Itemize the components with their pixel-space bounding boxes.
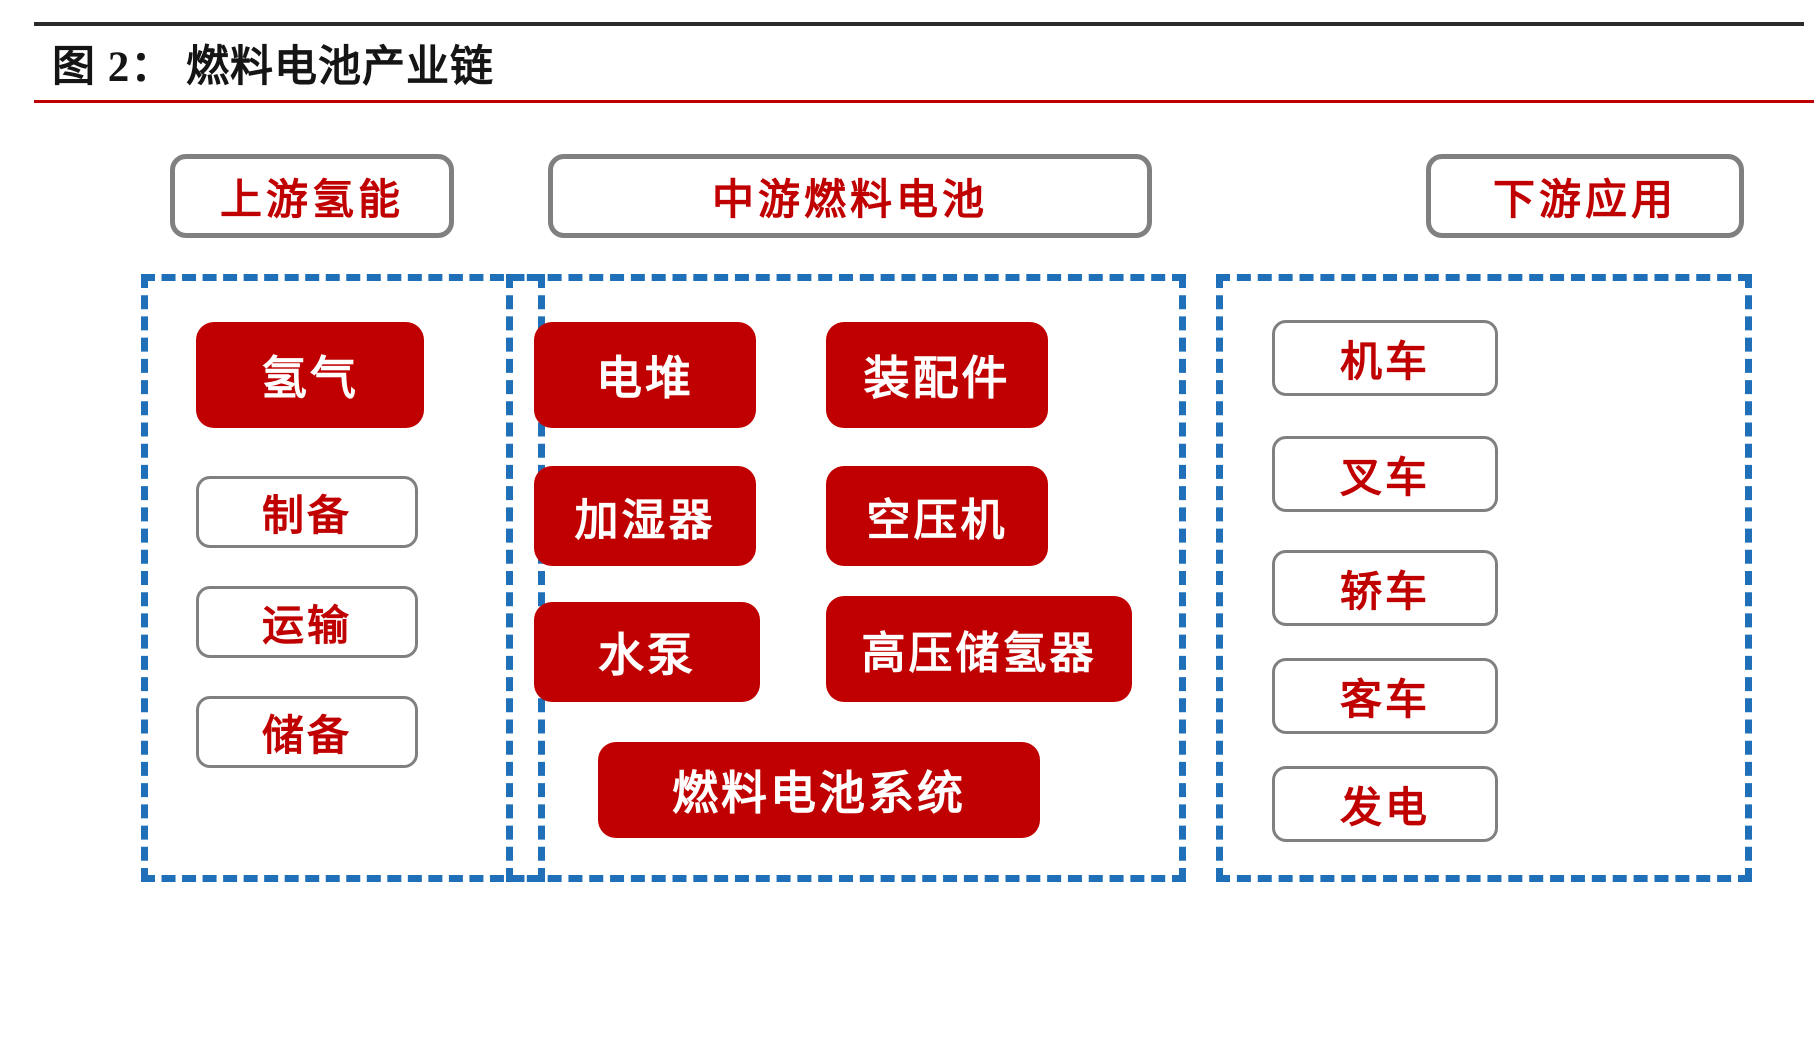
node-water-pump[interactable]: 水泵 — [534, 602, 760, 702]
figure-title-block: 图 2： 燃料电池产业链 — [0, 22, 1814, 103]
node-forklift[interactable]: 叉车 — [1272, 436, 1498, 512]
node-sedan[interactable]: 轿车 — [1272, 550, 1498, 626]
node-storage[interactable]: 储备 — [196, 696, 418, 768]
column-header-downstream: 下游应用 — [1426, 154, 1744, 238]
node-stack[interactable]: 电堆 — [534, 322, 756, 428]
node-preparation[interactable]: 制备 — [196, 476, 418, 548]
node-hydrogen[interactable]: 氢气 — [196, 322, 424, 428]
group-panel-downstream — [1216, 274, 1752, 882]
node-power-generation[interactable]: 发电 — [1272, 766, 1498, 842]
column-header-midstream: 中游燃料电池 — [548, 154, 1152, 238]
node-transport[interactable]: 运输 — [196, 586, 418, 658]
group-panel-upstream — [141, 274, 545, 882]
node-air-compressor[interactable]: 空压机 — [826, 466, 1048, 566]
node-fuel-cell-system[interactable]: 燃料电池系统 — [598, 742, 1040, 838]
title-top-rule — [34, 22, 1804, 26]
title-bottom-rule — [34, 100, 1814, 103]
group-panel-midstream — [506, 274, 1186, 882]
column-header-upstream: 上游氢能 — [170, 154, 454, 238]
node-high-pressure-hydrogen-storage[interactable]: 高压储氢器 — [826, 596, 1132, 702]
node-assembly-parts[interactable]: 装配件 — [826, 322, 1048, 428]
node-locomotive[interactable]: 机车 — [1272, 320, 1498, 396]
node-bus[interactable]: 客车 — [1272, 658, 1498, 734]
figure-title: 图 2： 燃料电池产业链 — [52, 44, 494, 91]
node-humidifier[interactable]: 加湿器 — [534, 466, 756, 566]
